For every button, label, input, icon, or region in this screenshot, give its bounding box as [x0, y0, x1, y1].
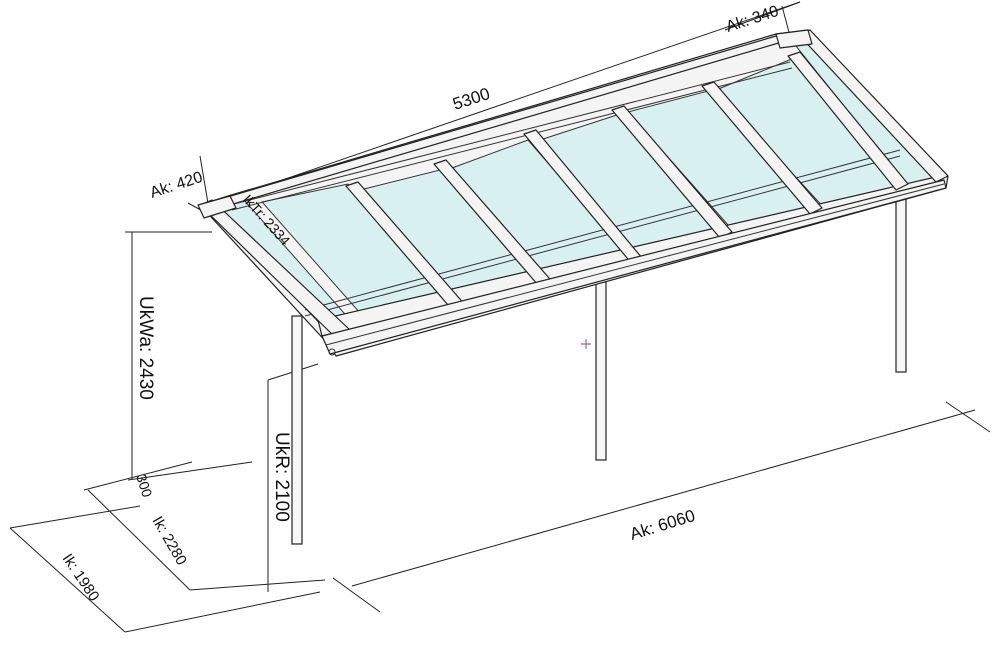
dim-top-length-line	[197, 1, 801, 210]
center-marker	[581, 339, 591, 349]
dimension-lines	[9, 1, 991, 633]
label-front-width: Ak: 6060	[628, 506, 698, 544]
label-top-length: 5300	[450, 84, 492, 114]
label-ak-right: Ak: 340	[724, 3, 781, 36]
rafter-5	[701, 81, 823, 215]
wall-mount-left	[197, 195, 237, 219]
dim-front-width-line	[351, 409, 976, 587]
label-front-height: UkR: 2100	[271, 432, 292, 522]
roof	[197, 29, 949, 357]
wall-mount-right	[775, 29, 813, 49]
dim-depth-outer-line	[87, 489, 191, 591]
label-depth-outer: Ik: 2280	[149, 514, 190, 569]
label-ak-left: Ak: 420	[148, 169, 205, 202]
rafter-4	[611, 105, 733, 239]
gutter	[321, 179, 947, 355]
dim-depth-inner-line	[9, 527, 126, 633]
post-middle	[595, 281, 607, 461]
downpipe-outlet	[328, 348, 336, 356]
label-slope-drop: 300	[133, 472, 156, 499]
rafter-6	[787, 51, 909, 191]
post-front-left	[291, 315, 303, 545]
label-wall-height: UkWa: 2430	[135, 296, 156, 400]
post-right	[895, 195, 907, 373]
